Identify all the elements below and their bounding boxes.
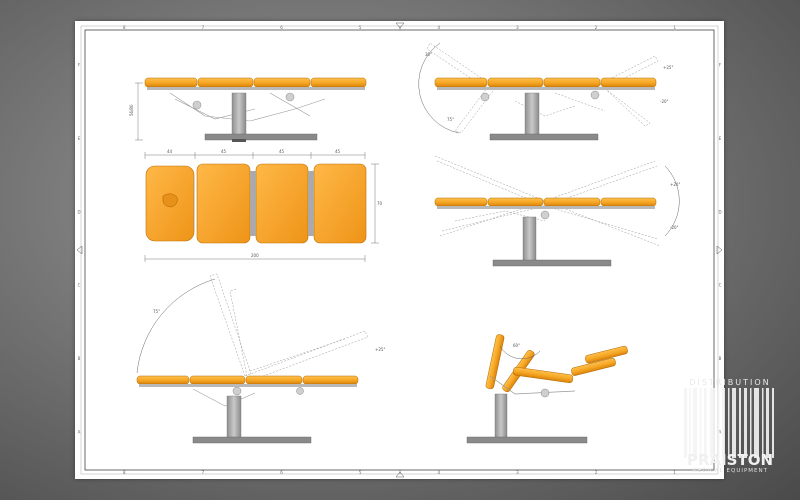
zone-label: 1 [673,470,676,475]
angle-label: +20° [670,182,680,187]
zone-label: 7 [202,470,205,475]
angle-label: 75° [153,309,160,314]
zone-label: F [719,63,722,68]
zone-label: B [78,356,81,361]
angle-label: 75° [447,117,454,122]
zone-label: 8 [123,25,126,30]
border-column-labels: 8 7 6 5 4 3 2 1 [123,25,676,30]
side-view-tilt-range: +20° -20° [434,155,680,267]
zone-label: D [77,209,80,214]
seg4-dimension: 45 [335,149,341,154]
angle-label: 60° [513,343,520,348]
barcode-icon [684,388,774,458]
zone-label: E [78,136,81,141]
zone-label: 6 [280,470,283,475]
angle-label: -20° [670,225,679,230]
zone-label: 8 [123,470,126,475]
face-hole [162,193,178,208]
logo-brand-name: PRAISTON [686,451,774,469]
angle-label: +25° [663,65,673,70]
zone-label: 2 [595,25,598,30]
drawing-frame [84,29,715,471]
top-view: 44 45 45 45 70 200 [144,149,383,262]
logo-distribution-text: DISTRIBUTION [689,378,771,387]
seg2-dimension: 45 [221,149,227,154]
zone-label: B [719,356,722,361]
technical-drawing: 8 7 6 5 4 3 2 1 8 7 6 5 4 3 2 1 F E D C B A F E D C B A [76,22,723,478]
zone-label: C [78,283,81,288]
zone-label: C [719,283,722,288]
side-view-tilt-angles: 30° +25° -20° 75° [418,42,673,141]
zone-label: D [718,209,721,214]
zone-label: 3 [516,470,519,475]
width-dimension-label: 70 [377,201,383,206]
zone-label: 2 [595,470,598,475]
side-view-flat: 56/80 [129,77,367,142]
zone-label: E [719,136,722,141]
zone-label: 4 [438,470,441,475]
zone-label: 3 [516,25,519,30]
total-length-label: 200 [251,253,259,258]
logo-subtitle: MEDICAL EQUIPMENT [692,468,768,474]
angle-label: 30° [425,52,432,57]
zone-label: F [78,63,81,68]
border-row-labels-right: F E D C B A [718,63,721,435]
height-dimension-label: 56/80 [129,104,134,116]
angle-label: -20° [660,99,669,104]
angle-label: +25° [375,347,385,352]
border-column-labels-bottom: 8 7 6 5 4 3 2 1 [123,470,676,475]
zone-label: 5 [359,470,362,475]
seg1-dimension: 44 [167,149,173,154]
zone-label: 1 [673,25,676,30]
praiston-logo: DISTRIBUTION PRAISTON MEDICAL EQUIPMENT [680,378,780,493]
side-view-chair-position: 60° [466,334,628,444]
zone-label: A [719,429,722,434]
zone-label: A [78,429,81,434]
zone-label: 7 [202,25,205,30]
zone-label: 6 [280,25,283,30]
technical-drawing-sheet: 8 7 6 5 4 3 2 1 8 7 6 5 4 3 2 1 F E D C B A F E D C B A [75,21,724,479]
zone-label: 4 [438,25,441,30]
side-view-backrest-raise: 75° +25° [136,273,385,444]
border-row-labels: F E D C B A [77,63,80,435]
centering-mark-top [395,22,405,29]
seg3-dimension: 45 [279,149,285,154]
zone-label: 5 [359,25,362,30]
